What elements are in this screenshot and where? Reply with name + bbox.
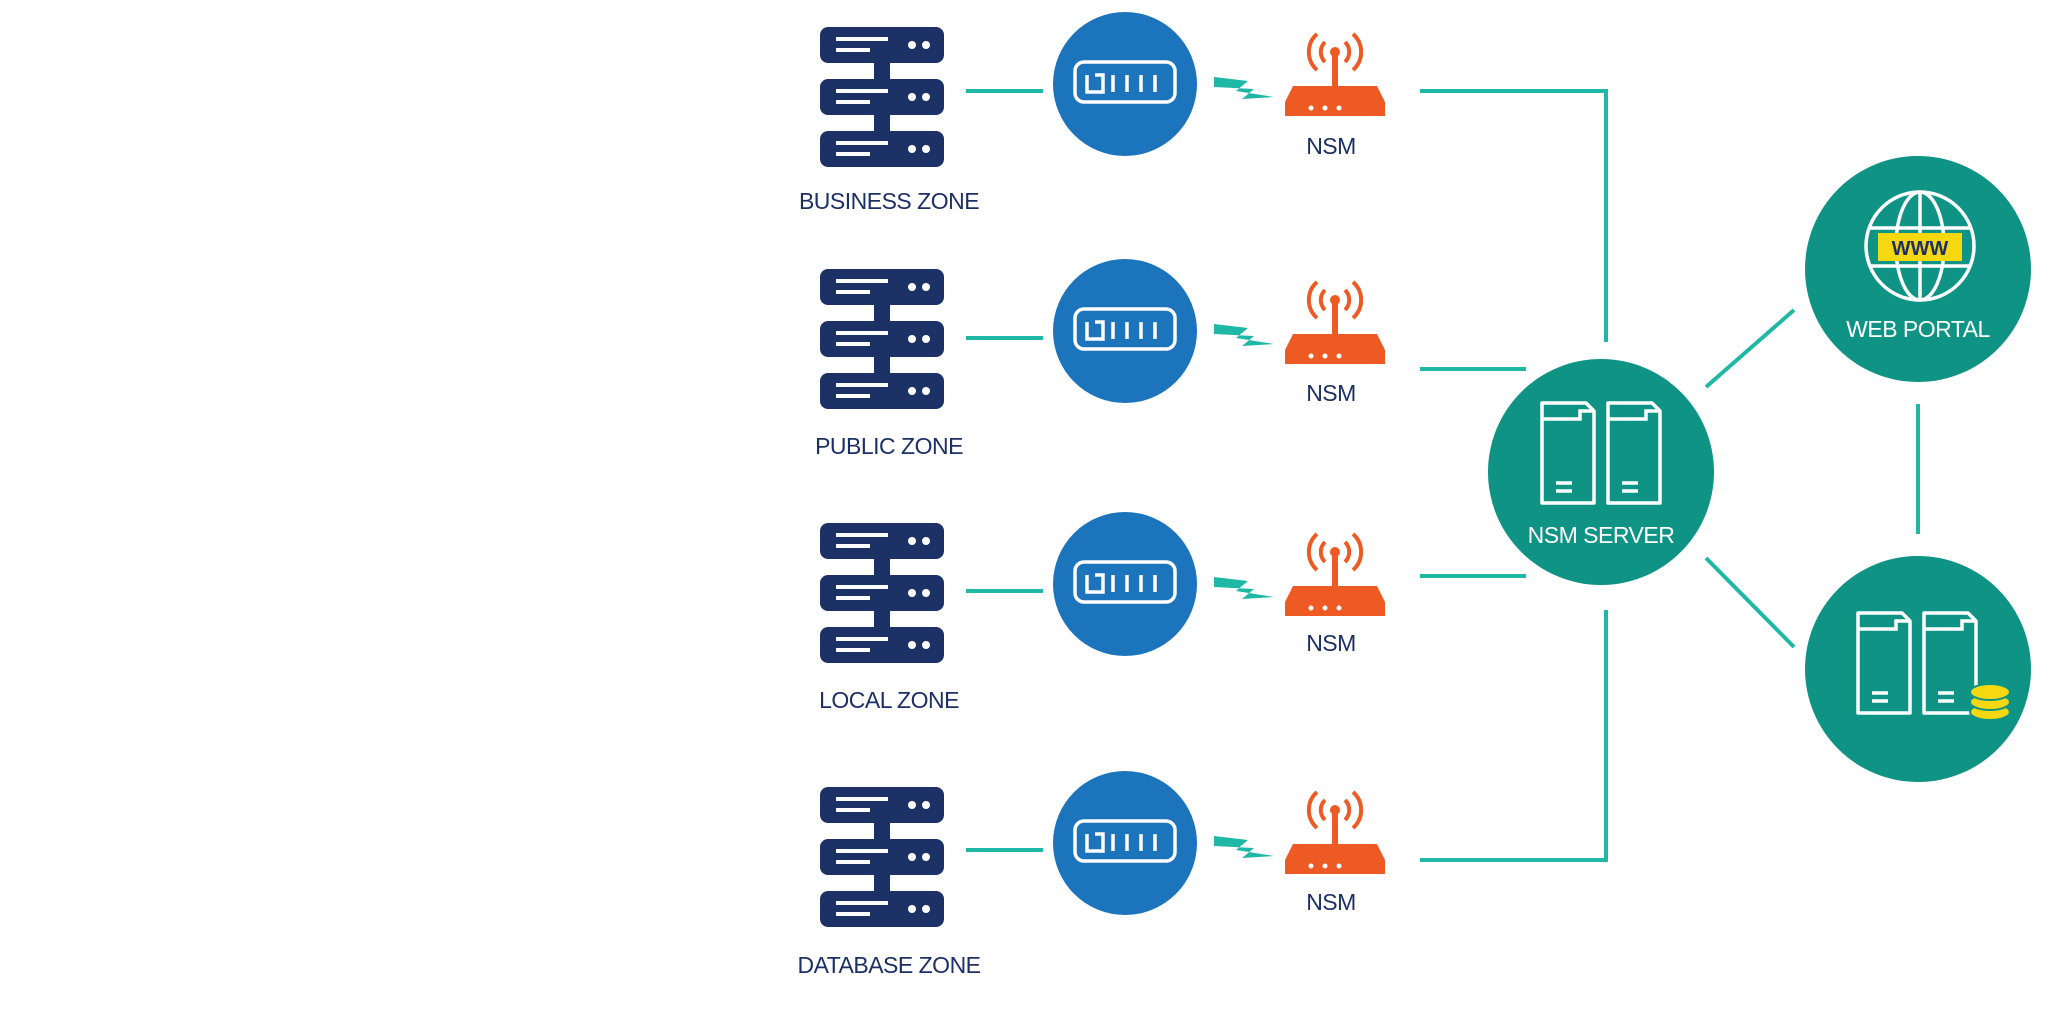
web-portal-node: WWW WEB PORTAL bbox=[1805, 156, 2031, 382]
zone-label: PUBLIC ZONE bbox=[815, 433, 963, 459]
link-nsm-database-to-server bbox=[1420, 610, 1608, 862]
coin-stack-icon bbox=[1969, 683, 2011, 721]
database-server-icon bbox=[1856, 611, 2011, 721]
zone-row-local: LOCAL ZONE NSM bbox=[819, 510, 1387, 713]
nsm-label: NSM bbox=[1306, 380, 1356, 406]
network-switch-icon bbox=[1051, 769, 1199, 917]
link-nsm-business-to-server bbox=[1420, 89, 1608, 342]
wireless-router-icon bbox=[1283, 32, 1387, 118]
wireless-router-icon bbox=[1283, 280, 1387, 366]
nsm-label: NSM bbox=[1306, 889, 1356, 915]
nsm-server-label: NSM SERVER bbox=[1528, 522, 1675, 548]
zone-label: LOCAL ZONE bbox=[819, 687, 959, 713]
server-rack-icon bbox=[820, 523, 944, 663]
wireless-router-icon bbox=[1283, 790, 1387, 876]
link-server-to-database bbox=[1704, 556, 1796, 649]
lightning-bolt-icon bbox=[1214, 836, 1274, 858]
database-server-node bbox=[1805, 556, 2031, 782]
server-rack-icon bbox=[820, 27, 944, 167]
nsm-label: NSM bbox=[1306, 133, 1356, 159]
server-rack-icon bbox=[820, 269, 944, 409]
zone-row-database: DATABASE ZONE NSM bbox=[797, 769, 1387, 978]
globe-icon bbox=[1864, 190, 1976, 302]
www-badge-text: WWW bbox=[1892, 238, 1949, 260]
link-server-to-portal bbox=[1704, 308, 1796, 389]
connections bbox=[966, 89, 1920, 862]
nsm-label: NSM bbox=[1306, 630, 1356, 656]
network-switch-icon bbox=[1051, 510, 1199, 658]
network-switch-icon bbox=[1051, 10, 1199, 158]
zone-row-business: BUSINESS ZONE NSM bbox=[799, 10, 1387, 214]
network-switch-icon bbox=[1051, 257, 1199, 405]
zone-label: BUSINESS ZONE bbox=[799, 188, 979, 214]
nsm-server-node: NSM SERVER bbox=[1488, 359, 1714, 585]
lightning-bolt-icon bbox=[1214, 577, 1274, 599]
zone-row-public: PUBLIC ZONE NSM bbox=[815, 257, 1387, 459]
wireless-router-icon bbox=[1283, 532, 1387, 618]
server-rack-icon bbox=[820, 787, 944, 927]
zone-label: DATABASE ZONE bbox=[797, 952, 980, 978]
web-portal-label: WEB PORTAL bbox=[1846, 316, 1990, 342]
lightning-bolt-icon bbox=[1214, 77, 1274, 99]
lightning-bolt-icon bbox=[1214, 324, 1274, 346]
